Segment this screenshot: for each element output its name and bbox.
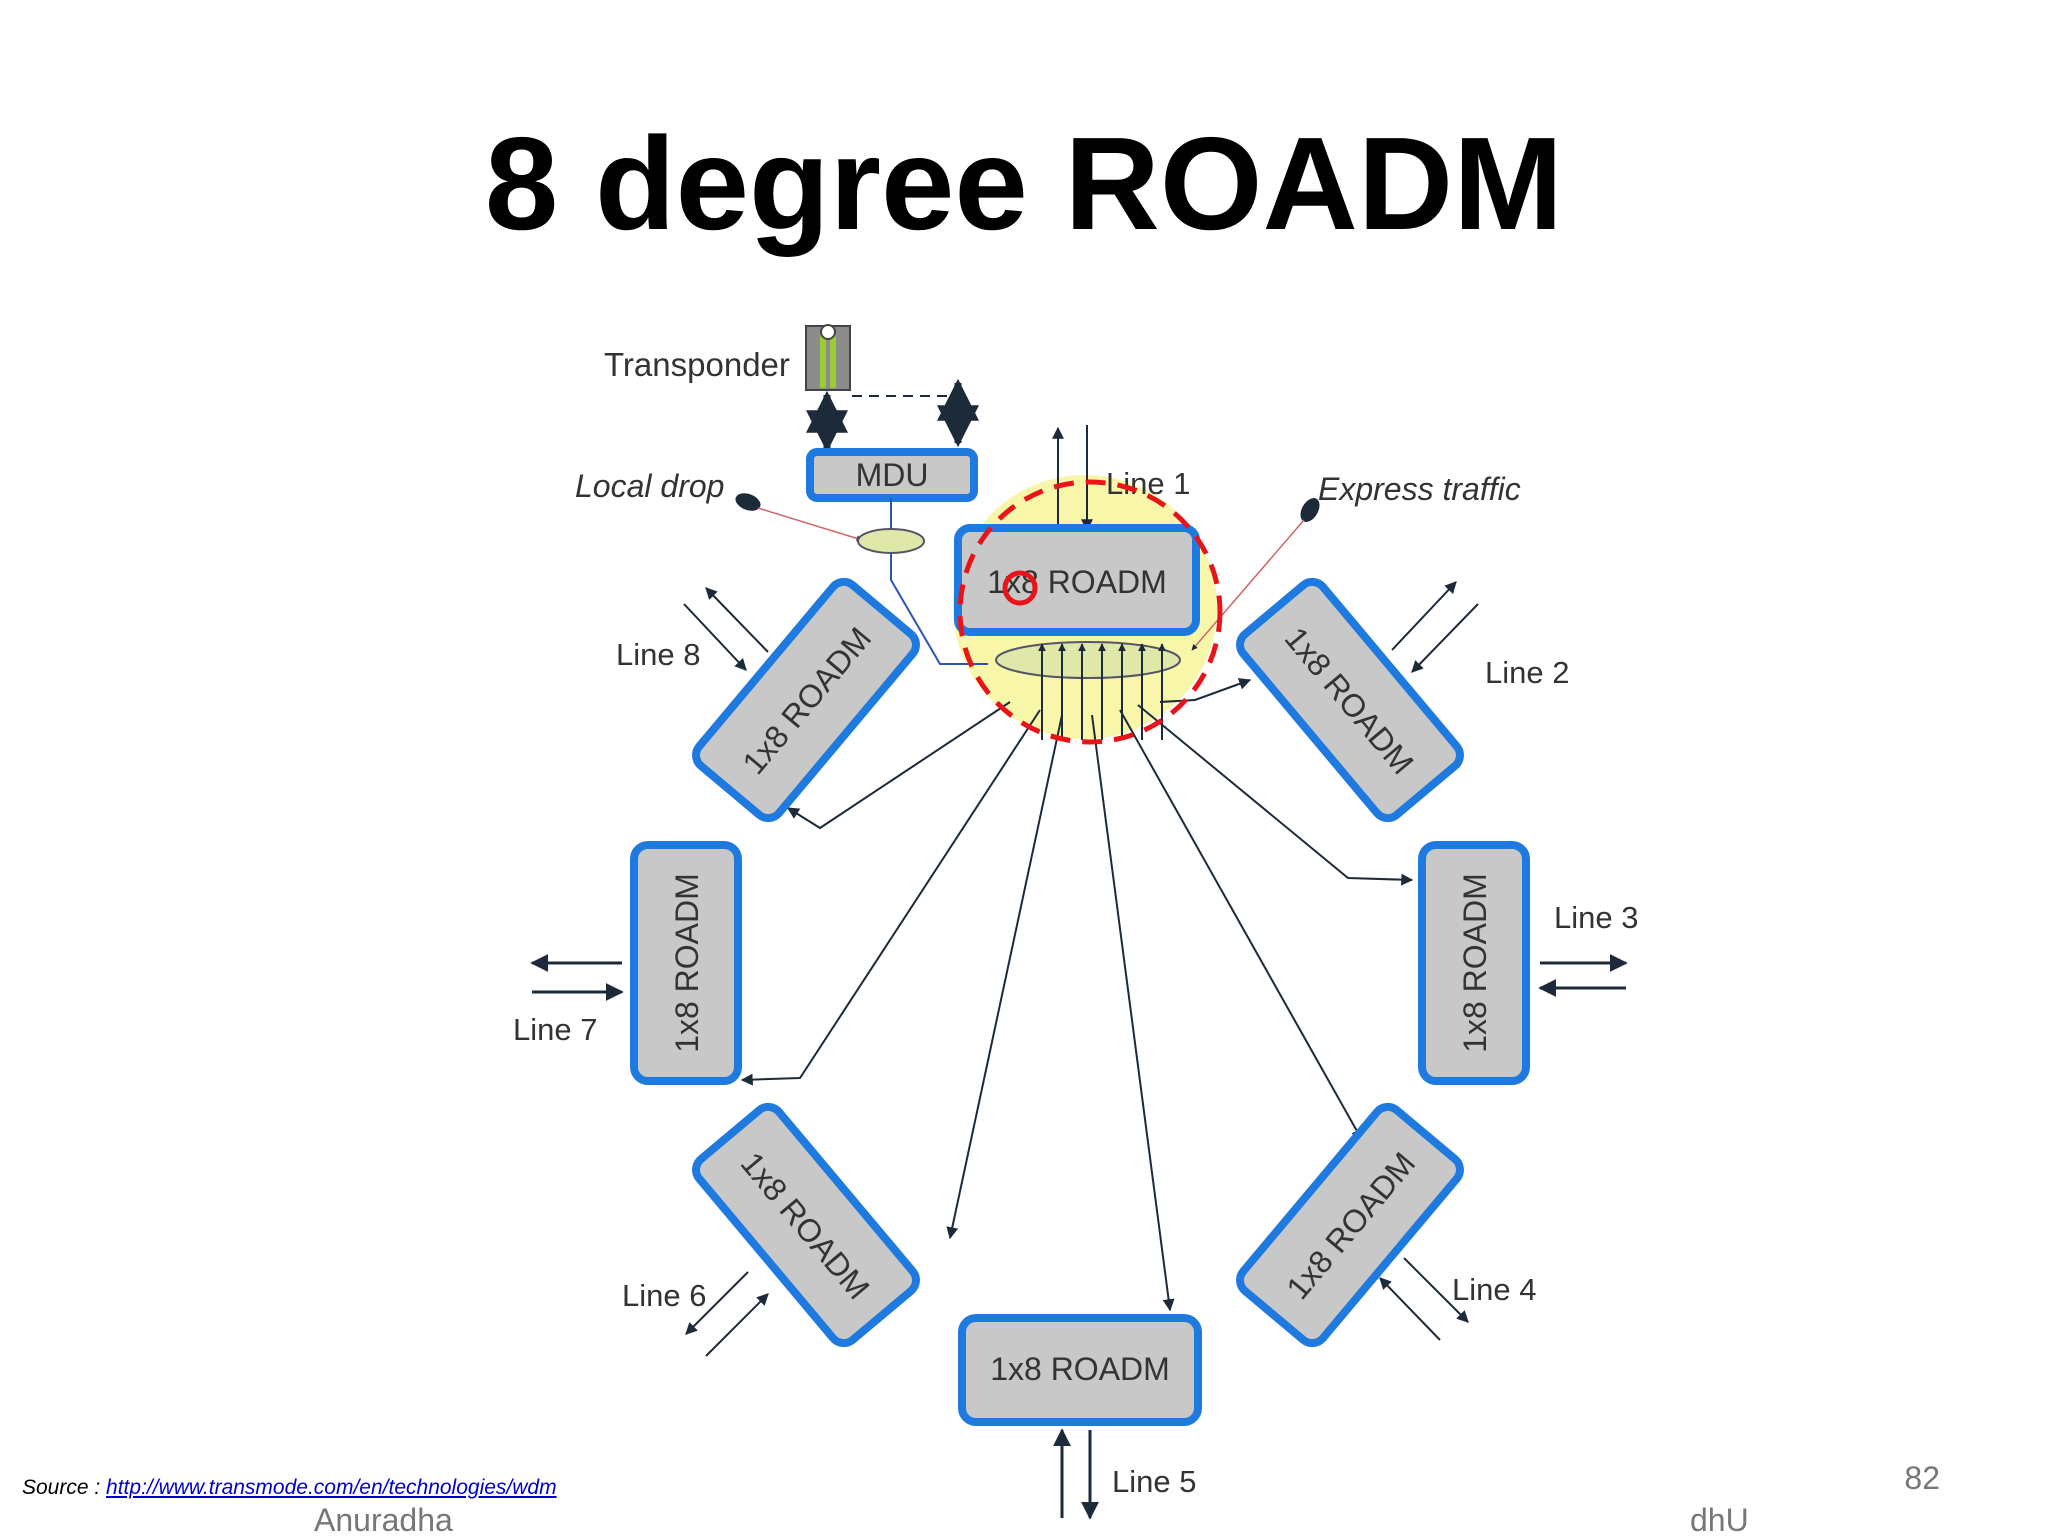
footer-right-text: dhU [1690,1502,1749,1538]
line-3-label: Line 3 [1554,900,1638,935]
roadm-line-1: 1x8 ROADM [954,524,1200,636]
transponder-icon [805,324,851,391]
footer-author: Anuradha [314,1502,453,1538]
roadm-line-2: 1x8 ROADM [1236,577,1464,823]
source-link[interactable]: http://www.transmode.com/en/technologies… [106,1476,557,1499]
roadm-line-3: 1x8 ROADM [1418,841,1530,1085]
highlight-small-circle [1002,570,1038,606]
roadm-line-8: 1x8 ROADM [692,577,920,823]
express-traffic-pin-icon [1300,498,1320,522]
source-citation: Source : http://www.transmode.com/en/tec… [22,1476,557,1500]
roadm-line-6: 1x8 ROADM [692,1102,920,1348]
page-number: 82 [1904,1460,1940,1496]
express-traffic-label: Express traffic [1318,471,1521,507]
transponder-label: Transponder [604,346,790,383]
line-2-label: Line 2 [1485,655,1569,690]
local-drop-label: Local drop [575,468,724,504]
line-7-label: Line 7 [513,1012,597,1047]
roadm-line-7-label: 1x8 ROADM [669,873,705,1053]
roadm-line-5: 1x8 ROADM [958,1314,1202,1426]
source-prefix: Source : [22,1476,107,1499]
highlight-dashed-ring [957,479,1223,745]
mdu-label: MDU [856,457,929,493]
splitter-ellipse [995,641,1181,679]
roadm-line-5-label: 1x8 ROADM [990,1351,1170,1387]
line-6-label: Line 6 [622,1278,706,1313]
line-5-label: Line 5 [1112,1464,1196,1499]
local-drop-ellipse [857,528,925,554]
roadm-line-3-label: 1x8 ROADM [1457,873,1493,1053]
mdu-box: MDU [806,448,978,502]
line-4-label: Line 4 [1452,1272,1536,1307]
line-8-label: Line 8 [616,637,700,672]
roadm-line-7: 1x8 ROADM [630,841,742,1085]
svg-text:1x8 ROADM: 1x8 ROADM [987,564,1167,600]
roadm-label-part-c: ROADM [1039,564,1167,600]
roadm-line-4: 1x8 ROADM [1236,1102,1464,1348]
local-drop-pin-icon [735,493,761,511]
slide-title: 8 degree ROADM [484,110,1564,257]
